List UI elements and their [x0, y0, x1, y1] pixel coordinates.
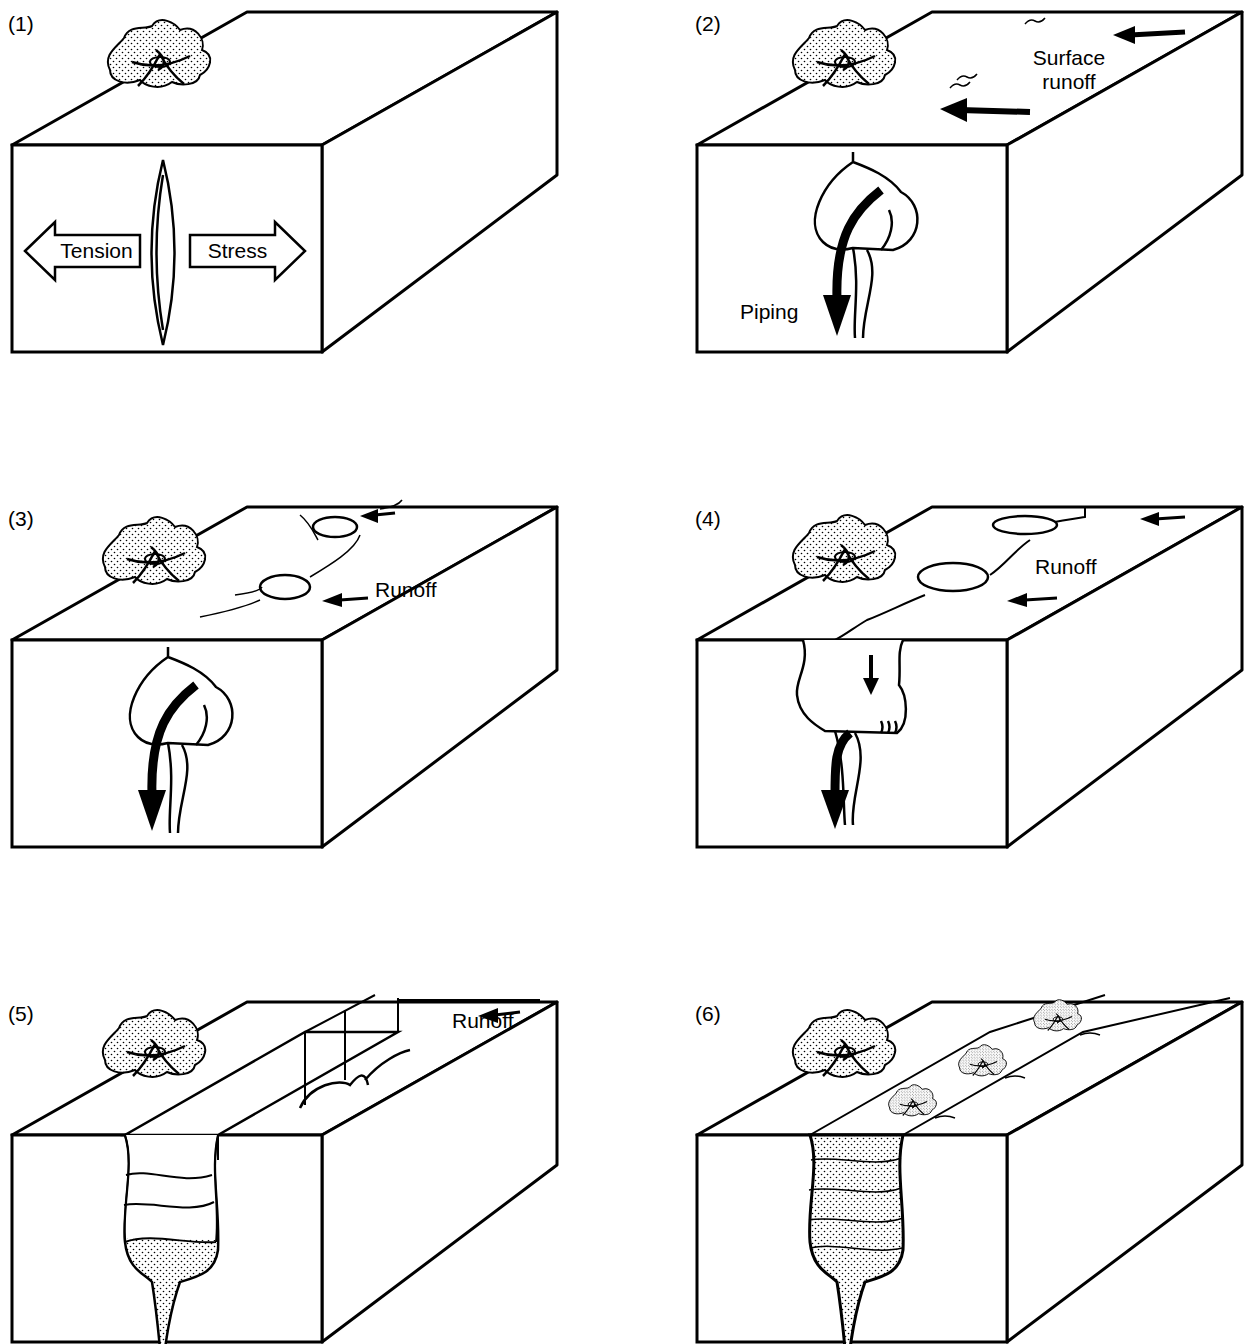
panel-number: (1)	[8, 12, 34, 36]
panel-number: (2)	[695, 12, 721, 36]
arrow-label: Stress	[190, 222, 285, 280]
stress-arrow: Stress	[190, 222, 305, 280]
process-label: Runoff	[375, 578, 437, 602]
process-label: Surface runoff	[1025, 46, 1113, 94]
process-label: Piping	[740, 300, 798, 324]
process-label: Runoff	[1035, 555, 1097, 579]
process-label: Runoff	[452, 1009, 514, 1033]
panel-number: (3)	[8, 507, 34, 531]
panel-number: (4)	[695, 507, 721, 531]
panel-number: (6)	[695, 1002, 721, 1026]
panel-number: (5)	[8, 1002, 34, 1026]
arrow-label: Tension	[53, 222, 140, 280]
stress-arrow: Tension	[25, 222, 140, 280]
